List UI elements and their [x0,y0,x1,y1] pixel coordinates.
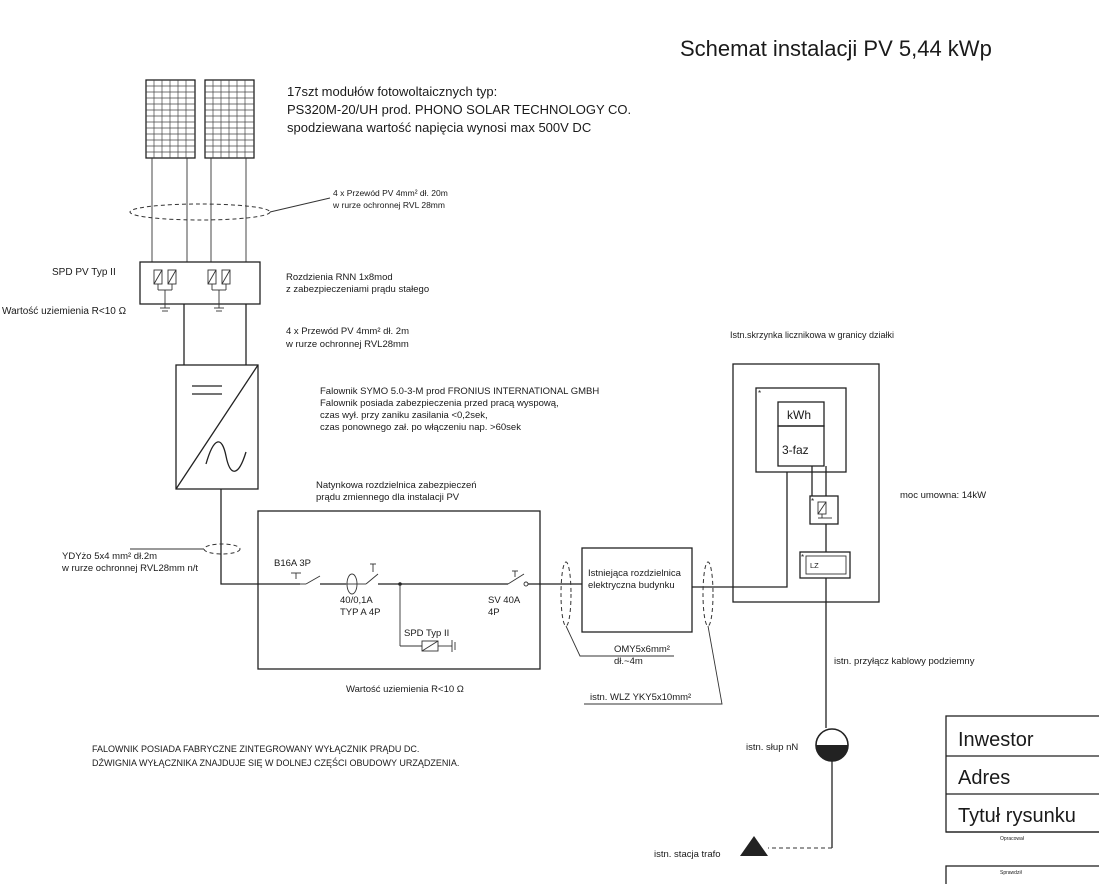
grounding-bottom-label: Wartość uziemienia R<10 Ω [346,684,464,695]
modules-line-2: PS320M-20/UH prod. PHONO SOLAR TECHNOLOG… [287,102,631,117]
rcd-line-2: TYP A 4P [340,607,381,618]
dc-distribution-box [139,261,261,305]
dc-box-line-1: Rozdzienia RNN 1x8mod [286,272,393,283]
meter-kwh: kWh [787,408,811,422]
title-block-checked: Sprawdził [1000,870,1023,876]
sv-line-2: 4P [488,607,500,618]
inverter-line-2: Falownik posiada zabezpieczenia przed pr… [320,398,559,409]
pv-panel-2 [204,79,255,159]
note-line-2: DŹWIGNIA WYŁĄCZNIKA ZNAJDUJE SIĘ W DOLNE… [92,757,459,768]
spd-pv-label: SPD PV Typ II [52,267,116,278]
cable-mid-line-1: 4 x Przewód PV 4mm² dł. 2m [286,326,409,337]
rcd-line-1: 40/0,1A [340,595,373,606]
sv-line-1: SV 40A [488,595,521,606]
diagram-title: Schemat instalacji PV 5,44 kWp [680,36,992,61]
building-board-box [581,547,693,633]
meter-box [732,363,880,603]
title-block-prepared: Opracował [1000,836,1025,842]
dc-spd-symbol-2 [207,269,231,312]
wlz-label: istn. WLZ YKY5x10mm² [590,692,691,703]
cable-bundle-ellipse-omy [560,561,572,627]
pole-label: istn. słup nN [746,742,798,753]
title-block-address: Adres [958,767,1010,789]
modules-line-1: 17szt modułów fotowoltaicznych typ: [287,84,497,99]
sv-switch-symbol [507,570,529,587]
meter-spd-symbol [817,501,832,519]
breaker-label: B16A 3P [274,558,311,569]
spd-ac-symbol [399,584,456,652]
dc-string-wires [151,158,247,262]
dc-wires-to-inverter [183,304,247,365]
underground-label: istn. przyłącz kablowy podziemny [834,656,975,667]
spd-ac-label: SPD Typ II [404,628,449,639]
inverter-symbol [175,364,259,490]
lz-box [799,551,851,579]
inverter-line-4: czas ponownego zał. po włączeniu nap. >6… [320,422,521,433]
title-block [945,715,1099,884]
cable-ac-line-1: YDYżo 5x4 mm² dł.2m [62,551,157,562]
pv-panel-1 [145,79,196,159]
transformer-label: istn. stacja trafo [654,849,721,860]
grounding-left-label: Wartość uziemienia R<10 Ω [2,306,127,317]
meter-3faz-box [777,425,825,467]
svg-text:*: * [758,389,761,398]
ac-distribution-box [257,510,541,670]
svg-text:*: * [801,553,804,562]
ac-box-line-1: Natynkowa rozdzielnica zabezpieczeń [316,480,477,491]
dc-box-line-2: z zabezpieczeniami prądu stałego [286,284,429,295]
building-board-line-2: elektryczna budynku [588,580,675,591]
cable-top-line-1: 4 x Przewód PV 4mm² dł. 20m [333,188,448,198]
note-line-1: FALOWNIK POSIADA FABRYCZNE ZINTEGROWANY … [92,744,419,754]
meter-3faz: 3-faz [782,443,809,457]
cable-mid-line-2: w rurze ochronnej RVL28mm [285,339,409,350]
ac-box-line-2: prądu zmiennego dla instalacji PV [316,492,460,503]
dc-spd-symbol-1 [153,269,177,312]
svg-text:*: * [811,497,814,506]
breaker-symbol [291,572,321,585]
cable-bundle-ellipse-wlz [702,561,714,627]
cable-omy-line-1: OMY5x6mm² [614,644,670,655]
ac-cable-wire [220,489,300,585]
transformer-symbol [740,836,768,856]
cable-top-line-2: w rurze ochronnej RVL 28mm [332,200,445,210]
cable-ac-line-2: w rurze ochronnej RVL28mm n/t [61,563,198,574]
lz-label: LZ [810,561,819,570]
rcd-symbol [346,563,379,595]
modules-line-3: spodziewana wartość napięcia wynosi max … [287,120,591,135]
building-board-line-1: Istniejąca rozdzielnica [588,568,682,579]
meter-box-label: Istn.skrzynka licznikowa w granicy dział… [730,330,894,340]
pole-symbol [815,728,849,762]
meter-spd-box [809,495,839,525]
meter-inner-box [755,387,847,473]
inverter-line-3: czas wył. przy zaniku zasilania <0,2sek, [320,410,488,421]
cable-omy-line-2: dł.~4m [614,656,643,667]
title-block-drawing-title: Tytuł rysunku [958,805,1076,827]
contract-power: moc umowna: 14kW [900,490,986,501]
title-block-investor: Inwestor [958,729,1034,751]
cable-bundle-ellipse-ac [203,543,241,555]
cable-bundle-ellipse-top [129,203,271,221]
inverter-line-1: Falownik SYMO 5.0-3-M prod FRONIUS INTER… [320,386,599,397]
